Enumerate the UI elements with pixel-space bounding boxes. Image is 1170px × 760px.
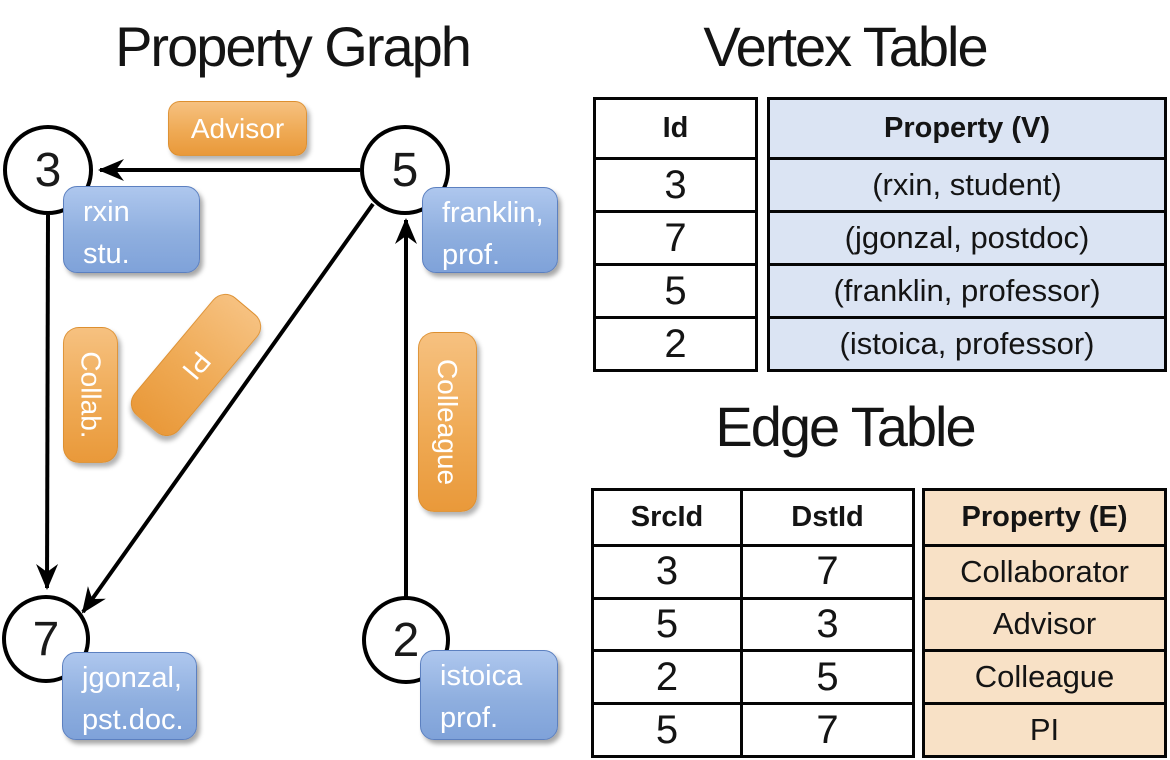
vertex-table-row-property: (istoica, professor) [770, 316, 1164, 369]
vertex-property-label-istoica-line2: prof. [440, 702, 499, 734]
edge-label-collab: Collab. [63, 327, 118, 463]
vertex-table-row-property: (franklin, professor) [770, 263, 1164, 316]
edge-table-row-dstid: 3 [740, 596, 912, 650]
edge-arrow-collab-3-to-7 [36, 214, 59, 590]
vertex-node-7-id: 7 [32, 612, 60, 666]
vertex-property-label-rxin-line2: stu. [83, 238, 130, 270]
vertex-property-label-jgonzal: jgonzal, pst.doc. [62, 652, 197, 740]
edge-table-row-srcid: 5 [594, 702, 740, 755]
edge-table-row-dstid: 7 [740, 702, 912, 755]
edge-table-row-property: Colleague [925, 649, 1164, 702]
graph-edges-canvas [36, 159, 417, 614]
vertex-property-label-istoica-line1: istoica [440, 660, 523, 692]
vertex-table-title: Vertex Table [703, 15, 988, 78]
vertex-table-row-property: (jgonzal, postdoc) [770, 210, 1164, 263]
vertex-property-label-rxin-line1: rxin [83, 196, 130, 228]
edge-table-row-srcid: 2 [594, 649, 740, 702]
edge-table-row-dstid: 7 [740, 543, 912, 597]
edge-table-title: Edge Table [715, 395, 976, 458]
vertex-node-2: 2 [362, 596, 450, 684]
edge-label-advisor-text: Advisor [190, 112, 285, 144]
vertex-table-row-id: 7 [596, 210, 755, 263]
edge-table-row-property: Advisor [925, 596, 1164, 650]
edge-table-header-dstid: DstId [740, 491, 912, 544]
vertex-node-5: 5 [360, 125, 450, 215]
edge-table-row-property: PI [925, 702, 1164, 755]
vertex-property-label-jgonzal-line2: pst.doc. [82, 704, 184, 736]
edge-table-id-columns: SrcId DstId 3 7 5 3 2 5 5 7 [591, 488, 915, 758]
edge-table-header-srcid: SrcId [630, 500, 704, 533]
edge-table-row-dstid: 5 [740, 649, 912, 703]
vertex-node-5-id: 5 [391, 143, 419, 197]
vertex-table-id-column: Id 3 7 5 2 [593, 97, 758, 372]
property-graph-title: Property Graph [115, 15, 472, 78]
edge-label-colleague-text: Colleague [432, 358, 464, 486]
edge-table-row-srcid: 3 [594, 543, 740, 597]
edge-label-pi-text: PI [176, 345, 217, 386]
vertex-property-label-rxin: rxin stu. [63, 186, 200, 273]
vertex-table-row-property: (rxin, student) [770, 157, 1164, 210]
edge-label-colleague: Colleague [418, 332, 477, 512]
vertex-node-2-id: 2 [392, 613, 420, 667]
vertex-table-property-column: Property (V) (rxin, student) (jgonzal, p… [767, 97, 1167, 372]
vertex-property-label-istoica: istoica prof. [420, 650, 558, 740]
vertex-property-label-franklin-line2: prof. [442, 239, 501, 271]
edge-table-header-property: Property (E) [961, 500, 1128, 533]
vertex-table-header-property: Property (V) [884, 112, 1050, 144]
vertex-table-row-id: 5 [596, 263, 755, 316]
vertex-property-label-franklin: franklin, prof. [422, 187, 558, 273]
vertex-property-label-jgonzal-line1: jgonzal, [82, 662, 182, 694]
vertex-table-row-id: 3 [596, 157, 755, 210]
edge-arrow-pi-5-to-7 [81, 202, 375, 614]
edge-label-advisor: Advisor [168, 101, 307, 156]
vertex-property-label-franklin-line1: franklin, [442, 197, 544, 229]
edge-table-property-column: Property (E) Collaborator Advisor Collea… [922, 488, 1167, 758]
vertex-table-header-id: Id [662, 112, 689, 144]
vertex-node-3-id: 3 [34, 143, 62, 197]
edge-table-row-srcid: 5 [594, 596, 740, 650]
edge-label-collab-text: Collab. [75, 351, 107, 439]
vertex-table-row-id: 2 [596, 316, 755, 369]
edge-table-row-property: Collaborator [925, 543, 1164, 597]
